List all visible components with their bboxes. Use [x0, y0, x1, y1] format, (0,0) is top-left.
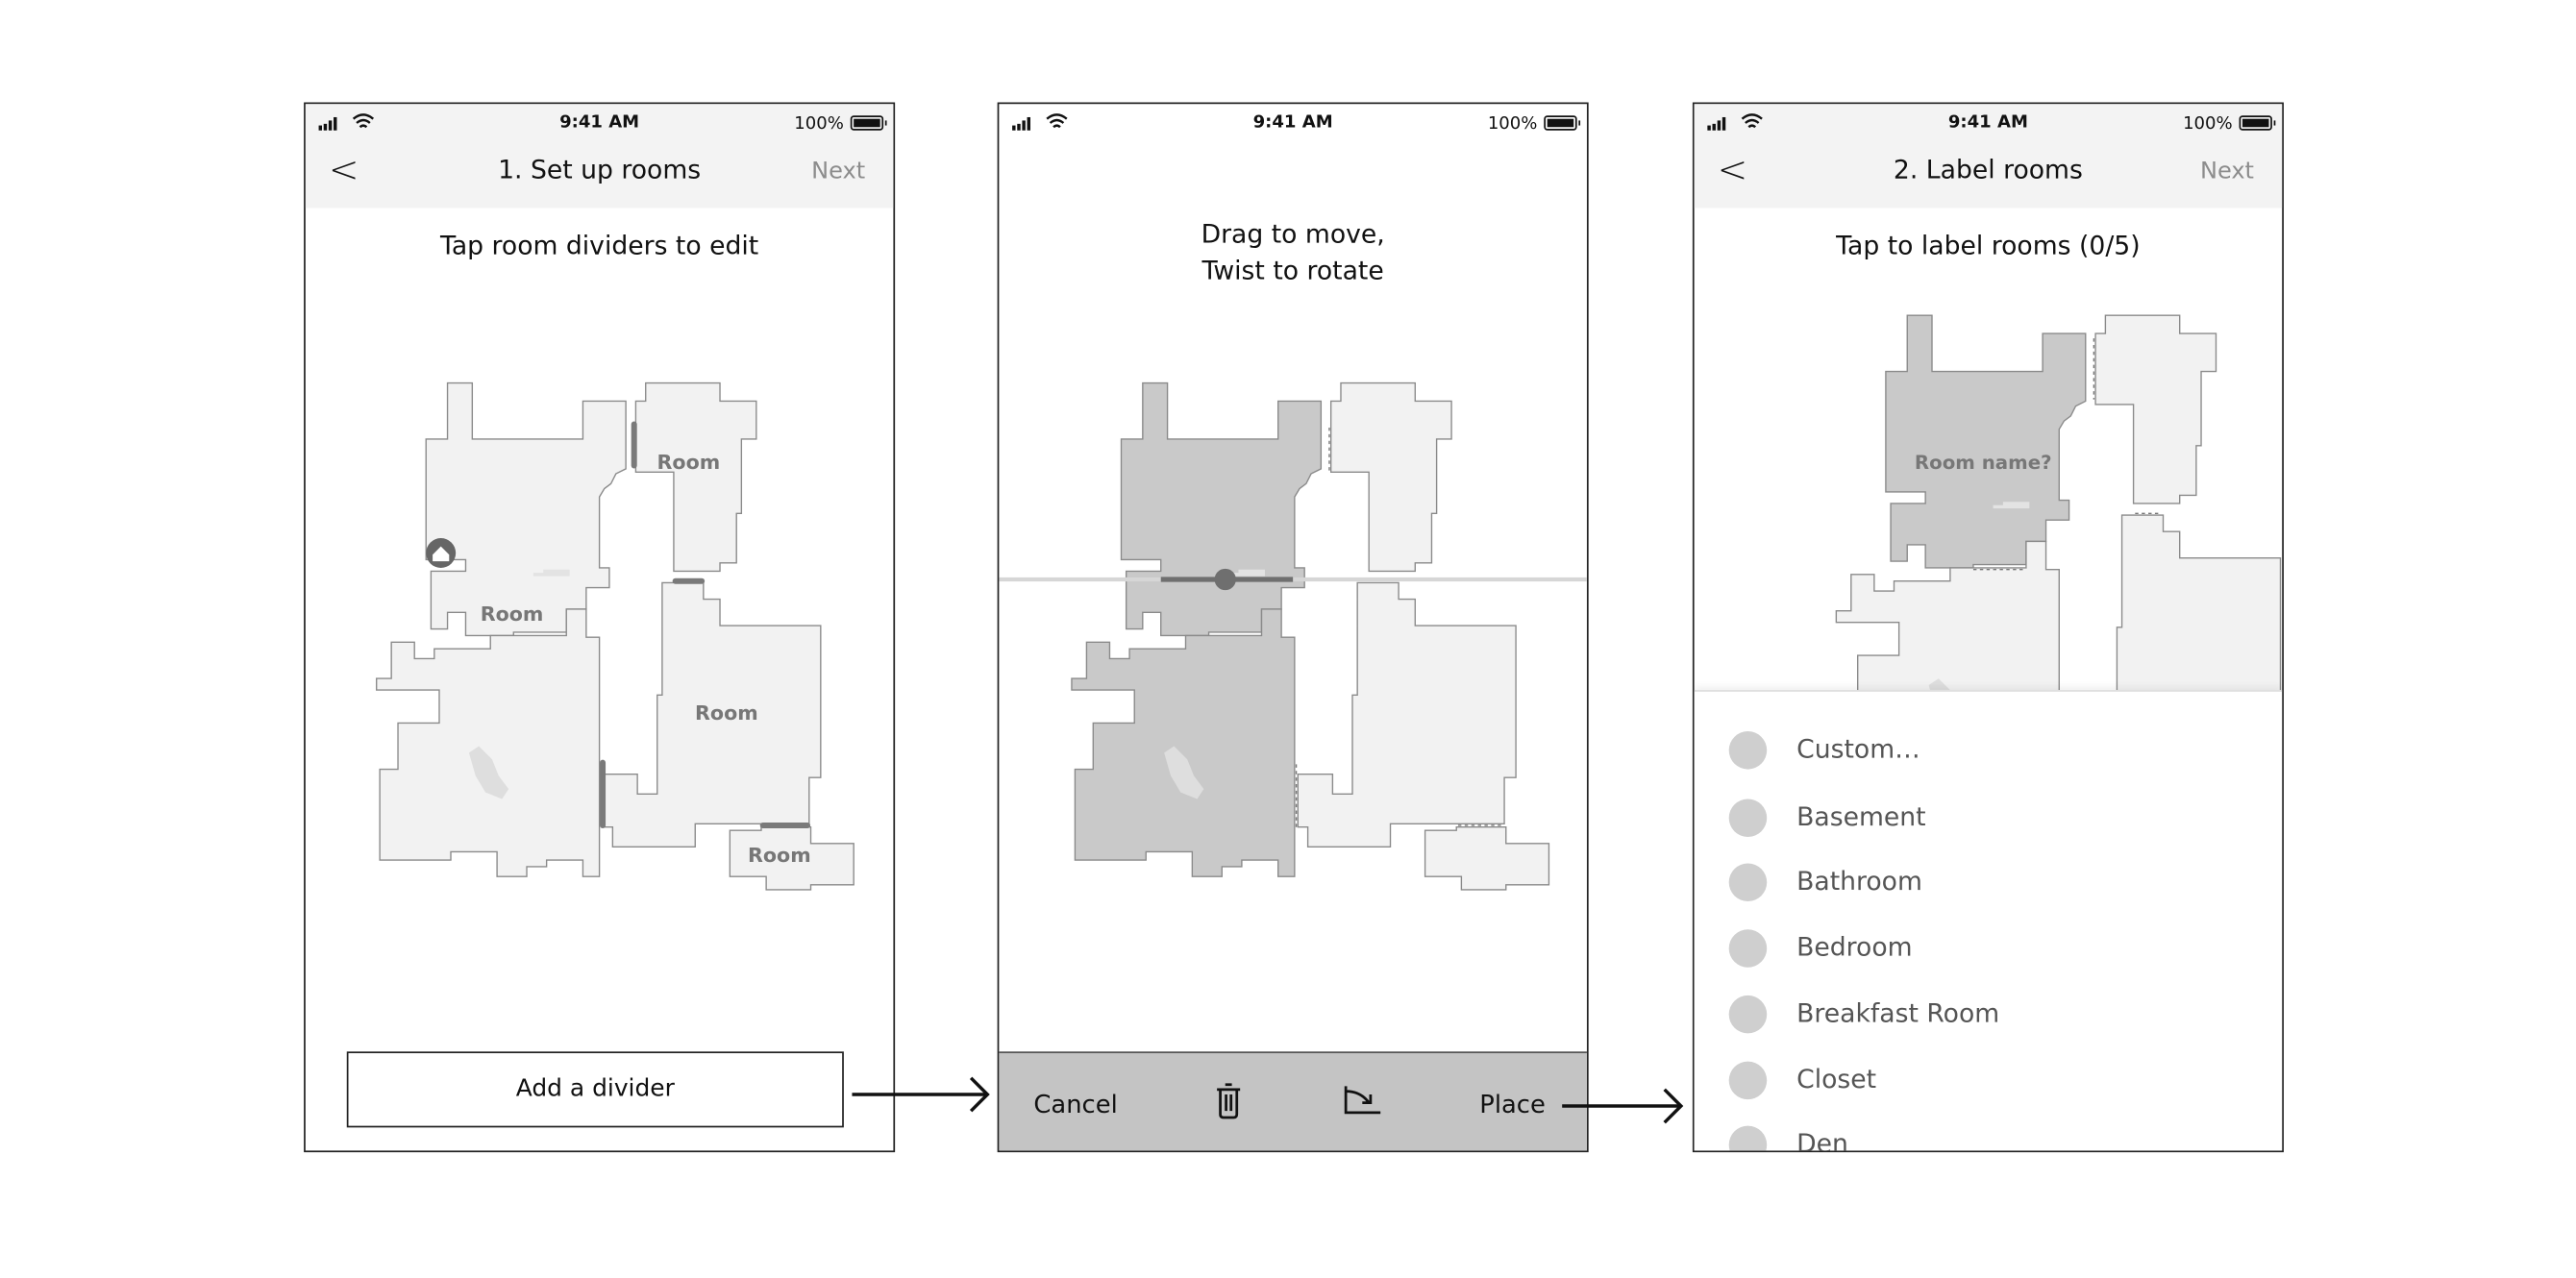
radio-icon[interactable] [1728, 928, 1768, 967]
room-region[interactable] [634, 381, 757, 573]
room-option[interactable]: Bathroom [1728, 862, 1922, 901]
battery-icon [850, 115, 887, 131]
status-time: 9:41 AM [1947, 111, 2028, 133]
back-button[interactable]: < [1717, 150, 1748, 192]
room-label: Room [695, 701, 758, 725]
room-region[interactable] [2063, 514, 2282, 779]
battery-percent: 100% [2183, 113, 2233, 135]
wifi-icon [352, 113, 375, 129]
obstacle-mark [1164, 746, 1204, 799]
room-option[interactable]: Basement [1728, 798, 1926, 837]
room-option-label: Bedroom [1796, 932, 1913, 963]
room-option[interactable]: Bedroom [1728, 927, 1913, 967]
obstacle-mark [468, 746, 509, 799]
radio-icon[interactable] [1728, 730, 1768, 769]
room-option-label: Closet [1796, 1065, 1877, 1095]
signal-icon [1012, 116, 1031, 131]
next-button[interactable]: Next [2199, 158, 2255, 185]
radio-icon[interactable] [1728, 1060, 1768, 1099]
nav-bar: < 2. Label rooms Next [1694, 104, 2283, 209]
rotate-icon[interactable] [1341, 1083, 1384, 1119]
room-region[interactable] [602, 581, 822, 848]
page-title: 1. Set up rooms [498, 155, 702, 185]
flow-arrow-icon [1562, 1088, 1684, 1124]
radio-icon[interactable] [1728, 995, 1768, 1033]
flow-arrow-icon [852, 1076, 990, 1113]
label-rooms-screen: < 2. Label rooms Next 9:41 AM 100% Tap to… [1692, 102, 2284, 1153]
cancel-button[interactable]: Cancel [1033, 1089, 1118, 1119]
divider-handle[interactable] [1214, 568, 1236, 591]
battery-icon [2239, 115, 2276, 131]
room-region[interactable] [1297, 581, 1517, 848]
next-button[interactable]: Next [811, 158, 866, 185]
room-region[interactable] [1120, 381, 1323, 637]
battery-percent: 100% [794, 113, 844, 135]
room-region[interactable] [2094, 314, 2217, 504]
room-option-label: Den [1796, 1129, 1848, 1153]
room-region[interactable] [1885, 314, 2087, 569]
trash-icon[interactable] [1215, 1083, 1241, 1119]
room-region[interactable] [1071, 608, 1296, 877]
obstacle-mark [1228, 569, 1265, 577]
status-bar: 9:41 AM 100% [999, 104, 1587, 142]
room-option[interactable]: Breakfast Room [1728, 994, 2000, 1033]
place-button[interactable]: Place [1479, 1089, 1546, 1119]
status-bar: 9:41 AM 100% [306, 104, 894, 142]
room-option-label: Breakfast Room [1796, 998, 2000, 1029]
floor-plan-map[interactable]: Room name? [1695, 104, 2283, 1150]
room-region[interactable] [376, 608, 601, 877]
instruction-line: Twist to rotate [1201, 256, 1384, 286]
room-label: Room [748, 844, 811, 867]
obstacle-mark [1928, 678, 1952, 692]
instruction-text: Drag to move, Twist to rotate [999, 216, 1587, 289]
nav-bar: < 1. Set up rooms Next [305, 104, 894, 209]
obstacle-mark [1993, 502, 2030, 509]
signal-icon [318, 116, 337, 131]
battery-percent: 100% [1487, 113, 1538, 135]
room-region[interactable] [425, 381, 627, 637]
add-divider-button[interactable]: Add a divider [346, 1051, 844, 1128]
setup-rooms-screen: < 1. Set up rooms Next 9:41 AM 100% Tap r… [304, 102, 896, 1153]
status-time: 9:41 AM [1252, 111, 1333, 133]
room-label: Room [657, 451, 721, 474]
room-option[interactable]: Closet [1728, 1060, 1877, 1099]
room-region[interactable] [1329, 381, 1452, 573]
wifi-icon [1046, 113, 1068, 129]
room-region[interactable] [1424, 826, 1550, 891]
room-label: Room [481, 602, 544, 626]
instruction-text: Tap to label rooms (0/5) [1836, 231, 2141, 261]
back-button[interactable]: < [328, 150, 359, 192]
wifi-icon [1741, 113, 1763, 129]
home-shape [433, 546, 450, 562]
room-option[interactable]: Custom… [1728, 729, 1920, 769]
instruction-text: Tap room dividers to edit [439, 231, 759, 261]
room-option[interactable]: Den [1728, 1124, 1848, 1153]
floor-plan-map[interactable] [999, 104, 1587, 1150]
radio-icon[interactable] [1728, 798, 1768, 837]
room-region[interactable] [1835, 540, 2060, 808]
move-divider-screen: 9:41 AM 100% Drag to move, Twist to rotat… [997, 102, 1589, 1153]
instruction-line: Drag to move, [1201, 219, 1385, 250]
page-title: 2. Label rooms [1893, 155, 2083, 185]
status-bar: 9:41 AM 100% [1695, 104, 2283, 142]
room-option-label: Custom… [1796, 734, 1920, 765]
room-option-label: Basement [1796, 801, 1926, 832]
radio-icon[interactable] [1728, 862, 1768, 901]
radio-icon[interactable] [1728, 1124, 1768, 1151]
room-option-label: Bathroom [1796, 866, 1922, 897]
room-name-prompt: Room name? [1915, 452, 2052, 474]
battery-icon [1544, 115, 1581, 131]
divider-toolbar: Cancel Place [999, 1051, 1587, 1151]
status-time: 9:41 AM [559, 111, 640, 133]
signal-icon [1707, 116, 1726, 131]
obstacle-mark [533, 569, 570, 577]
